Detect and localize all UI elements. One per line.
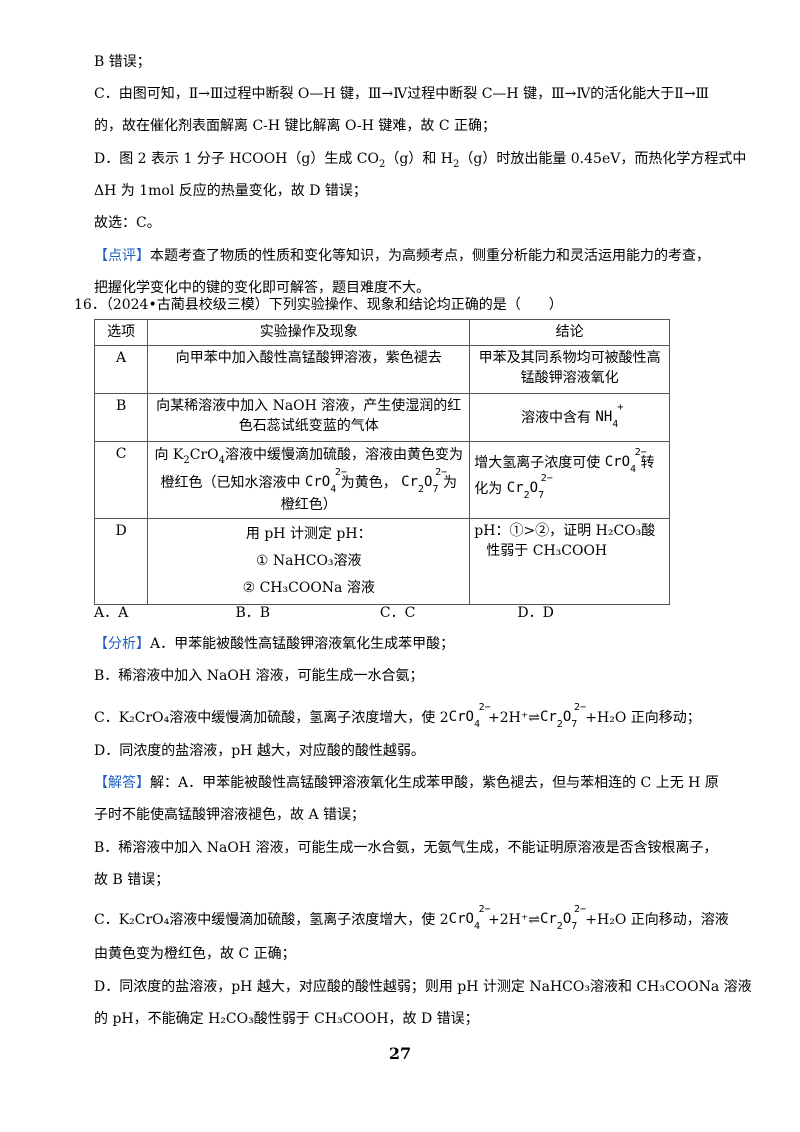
choices-line: A．A B．B C．C D．D [94, 603, 554, 623]
analysis-d: D．同浓度的盐溶液，pH 越大，对应酸的酸性越弱。 [94, 743, 425, 759]
header-operation: 实验操作及现象 [147, 319, 471, 346]
table-row: C 向 K2CrO4溶液中缓慢滴加硫酸，溶液由黄色变为 橙红色（已知水溶液中 C… [93, 441, 670, 519]
solution-tag: 【解答】 [94, 775, 150, 791]
analysis-b: B．稀溶液中加入 NaOH 溶液，可能生成一水合氨； [94, 668, 424, 684]
solution-a1: 【解答】解：A．甲苯能被酸性高锰酸钾溶液氧化生成苯甲酸，紫色褪去，但与苯相连的 … [94, 775, 719, 791]
choice-b[interactable]: B．B [235, 605, 271, 621]
ammonium-ion: NH4+ [595, 401, 624, 430]
b-wrong-line: B 错误； [94, 54, 151, 70]
solution-d2: 的 pH，不能确定 H₂CO₃酸性弱于 CH₃COOH，故 D 错误； [94, 1011, 479, 1027]
comment-line-2: 把握化学变化中的键的变化即可解答，题目难度不大。 [94, 280, 430, 296]
page-number: 27 [388, 1044, 412, 1063]
d-line-1: D．图 2 表示 1 分子 HCOOH（g）生成 CO2（g）和 H2（g）时放… [94, 151, 747, 170]
comment-tag: 【点评】 [94, 248, 150, 264]
d-line-2: ΔH 为 1mol 反应的热量变化，故 D 错误； [94, 183, 367, 199]
solution-b2: 故 B 错误； [94, 872, 170, 888]
choice-c[interactable]: C．C [379, 605, 416, 621]
table-row: A 向甲苯中加入酸性高锰酸钾溶液，紫色褪去 甲苯及其同系物均可被酸性高锰酸钾溶液… [93, 345, 670, 394]
analysis-tag: 【分析】 [94, 636, 150, 652]
c-line-2: 的，故在催化剂表面解离 C-H 键比解离 O-H 键难，故 C 正确； [94, 118, 496, 134]
header-conclusion: 结论 [469, 319, 670, 346]
solution-d1: D．同浓度的盐溶液，pH 越大，对应酸的酸性越弱；则用 pH 计测定 NaHCO… [94, 979, 752, 995]
choice-d[interactable]: D．D [517, 605, 554, 621]
solution-a2: 子时不能使高锰酸钾溶液褪色，故 A 错误； [94, 807, 366, 823]
comment-line-1: 【点评】本题考查了物质的性质和变化等知识，为高频考点，侧重分析能力和灵活运用能力… [94, 248, 710, 264]
table-row: D 用 pH 计测定 pH： ① NaHCO₃溶液 ② CH₃COONa 溶液 … [93, 517, 670, 605]
analysis-a: 【分析】A．甲苯能被酸性高锰酸钾溶液氧化生成苯甲酸； [94, 636, 455, 652]
table-row: B 向某稀溶液中加入 NaOH 溶液，产生使湿润的红色石蕊试纸变蓝的气体 溶液中… [93, 393, 670, 442]
c-line-1: C．由图可知，Ⅱ→Ⅲ过程中断裂 O—H 键，Ⅲ→Ⅳ过程中断裂 C—H 键，Ⅲ→Ⅳ… [94, 86, 710, 102]
solution-b1: B．稀溶液中加入 NaOH 溶液，可能生成一水合氨，无氨气生成，不能证明原溶液是… [94, 840, 718, 856]
header-option: 选项 [93, 319, 149, 346]
options-table: 选项 实验操作及现象 结论 A 向甲苯中加入酸性高锰酸钾溶液，紫色褪去 甲苯及其… [93, 319, 670, 605]
question-16: 16．（2024•古蔺县校级三模）下列实验操作、现象和结论均正确的是（ ） [74, 297, 563, 313]
solution-c2: 由黄色变为橙红色，故 C 正确； [94, 946, 296, 962]
answer-line: 故选：C。 [94, 215, 161, 231]
choice-a[interactable]: A．A [94, 605, 129, 621]
table-header-row: 选项 实验操作及现象 结论 [93, 319, 670, 346]
